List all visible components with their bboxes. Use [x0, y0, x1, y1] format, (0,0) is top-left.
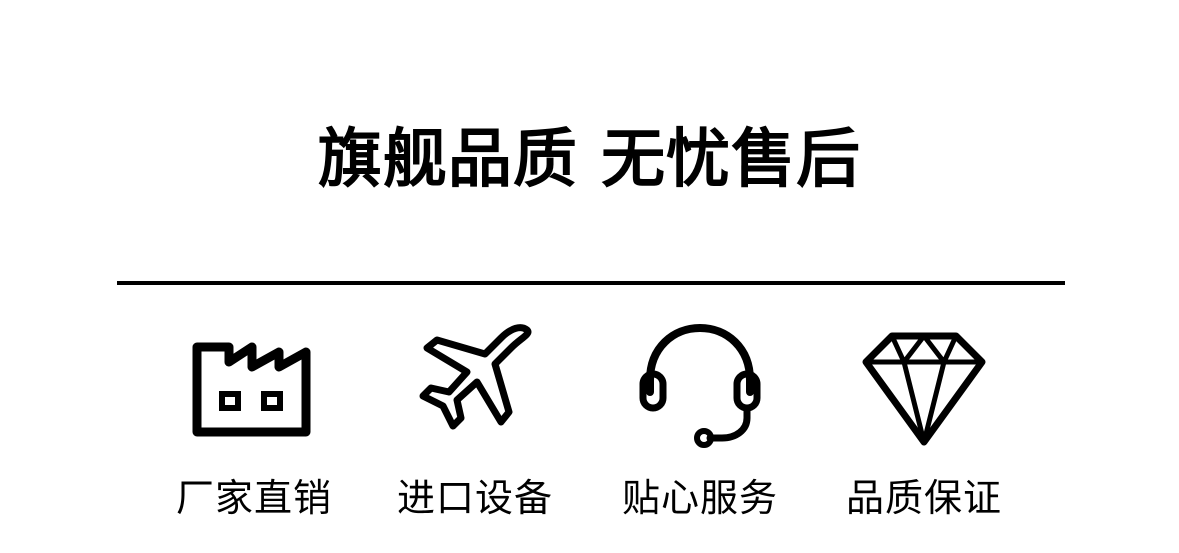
- feature-label: 品质保证: [845, 476, 1002, 520]
- feature-imported-equipment: 进口设备: [365, 320, 585, 540]
- feature-label: 贴心服务: [621, 476, 778, 520]
- page-headline: 旗舰品质 无忧售后: [317, 123, 862, 197]
- factory-icon: [192, 342, 311, 437]
- feature-factory-direct: 厂家直销: [144, 320, 364, 540]
- headset-icon: [639, 323, 761, 448]
- feature-considerate-service: 贴心服务: [590, 320, 810, 540]
- divider-line: [117, 281, 1065, 285]
- feature-label: 进口设备: [396, 476, 553, 520]
- feature-label: 厂家直销: [175, 476, 332, 520]
- airplane-icon: [419, 324, 532, 430]
- diamond-icon: [862, 332, 986, 446]
- feature-quality-guarantee: 品质保证: [814, 320, 1034, 540]
